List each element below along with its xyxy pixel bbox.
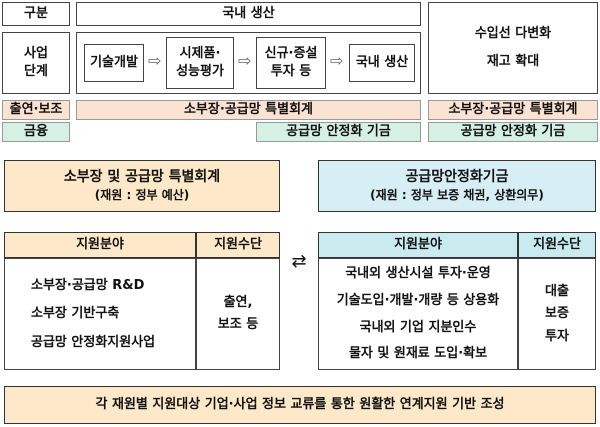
- stability-fund-subtitle: (재원 : 정부 보증 채권, 상환의무): [370, 188, 544, 203]
- stability-fund-bar-right: 공급망 안정화 기금: [428, 122, 598, 142]
- stage-tech-development: 기술개발: [84, 44, 144, 82]
- flow-arrow-2: ⇨: [238, 51, 252, 70]
- business-stage-label-line2: 단계: [24, 64, 48, 79]
- right-header-area: 지원분야: [318, 232, 518, 258]
- stage-prototype-evaluation: 시제품· 성능평가: [166, 37, 234, 89]
- contribution-subsidy-label: 출연·보조: [2, 100, 70, 120]
- business-stage-label-line1: 사업: [24, 46, 48, 62]
- finance-label: 금융: [2, 122, 70, 142]
- right-area-item: 국내외 기업 지분인수: [359, 319, 477, 335]
- special-account-title: 소부장 및 공급망 특별회계: [63, 169, 221, 186]
- left-support-means: 출연, 보조 등: [196, 258, 280, 370]
- special-account-title-box: 소부장 및 공급망 특별회계 (재원 : 정부 예산): [4, 160, 280, 212]
- flow-arrow-1: ⇨: [148, 51, 162, 70]
- stage-new-investment-line1: 신규·증설: [264, 46, 318, 62]
- import-diversification-line2: 재고 확대: [486, 54, 540, 69]
- stage-new-investment-line2: 투자 등: [270, 64, 312, 79]
- right-header-means: 지원수단: [518, 232, 596, 258]
- right-means-guarantee: 보증: [545, 306, 569, 322]
- stage-prototype-line1: 시제품·: [179, 46, 221, 62]
- stability-fund-title: 공급망안정화기금: [405, 169, 509, 186]
- domestic-production-header: 국내 생산: [76, 2, 421, 26]
- left-area-item: 소부장·공급망 R&D: [31, 277, 145, 293]
- stage-domestic-production: 국내 생산: [349, 44, 415, 82]
- left-header-means: 지원수단: [196, 232, 280, 258]
- category-header: 구분: [2, 2, 70, 26]
- stability-fund-bar: 공급망 안정화 기금: [256, 122, 421, 142]
- import-diversification-line1: 수입선 다변화: [474, 26, 552, 42]
- special-account-bar-right: 소부장·공급망 특별회계: [428, 100, 598, 120]
- left-area-item: 소부장 기반구축: [31, 306, 120, 322]
- import-diversification-box: 수입선 다변화 재고 확대: [428, 2, 598, 94]
- left-header-area: 지원분야: [4, 232, 196, 258]
- right-area-item: 국내외 생산시설 투자·운영: [345, 266, 491, 282]
- left-support-areas: 소부장·공급망 R&D 소부장 기반구축 공급망 안정화지원사업: [4, 258, 196, 370]
- right-area-item: 물자 및 원재료 도입·확보: [348, 346, 488, 362]
- flow-arrow-3: ⇨: [330, 51, 344, 70]
- business-stage-label: 사업 단계: [2, 32, 70, 94]
- bidirectional-arrow: ⇄: [291, 250, 307, 272]
- left-means-line1: 출연,: [223, 295, 253, 311]
- right-means-investment: 투자: [545, 328, 569, 344]
- stage-prototype-line2: 성능평가: [176, 64, 224, 79]
- right-support-areas: 국내외 생산시설 투자·운영 기술도입·개발·개량 등 상용화 국내외 기업 지…: [318, 258, 518, 370]
- footer-banner: 각 재원별 지원대상 기업·사업 정보 교류를 통한 원활한 연계지원 기반 조…: [4, 386, 596, 424]
- special-account-subtitle: (재원 : 정부 예산): [94, 188, 190, 203]
- right-area-item: 기술도입·개발·개량 등 상용화: [336, 292, 500, 308]
- right-means-loan: 대출: [545, 283, 569, 299]
- stability-fund-title-box: 공급망안정화기금 (재원 : 정부 보증 채권, 상환의무): [318, 160, 596, 212]
- right-support-means: 대출 보증 투자: [518, 258, 596, 370]
- stage-tech-development-text: 기술개발: [90, 55, 138, 71]
- left-means-line2: 보조 등: [217, 317, 259, 332]
- left-area-item: 공급망 안정화지원사업: [31, 334, 156, 350]
- stage-new-investment: 신규·증설 투자 등: [256, 37, 326, 89]
- special-account-bar: 소부장·공급망 특별회계: [76, 100, 421, 120]
- stage-flow-container: [76, 32, 421, 94]
